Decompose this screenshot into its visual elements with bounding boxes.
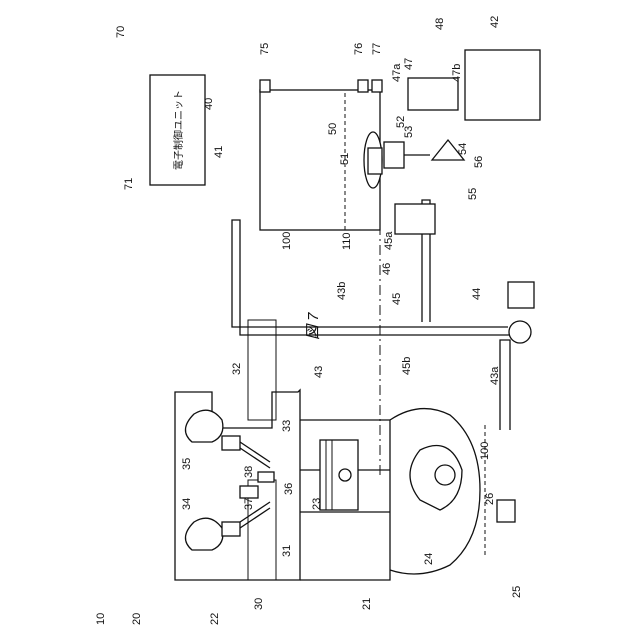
label-100-pan: 100	[479, 442, 491, 460]
label-45a: 45a	[383, 231, 395, 250]
label-47b: 47b	[451, 64, 463, 82]
injector	[240, 486, 258, 498]
intake-camshaft	[185, 518, 222, 550]
label-53: 53	[403, 126, 415, 138]
intake-valve	[240, 508, 270, 528]
reservoir-42	[465, 50, 540, 120]
label-30: 30	[253, 598, 265, 610]
label-42: 42	[489, 16, 501, 28]
label-26: 26	[484, 493, 496, 505]
exhaust-camshaft	[185, 410, 222, 442]
label-71: 71	[123, 178, 135, 190]
pipe-43a	[500, 340, 510, 430]
spark-plug	[258, 472, 274, 482]
label-23: 23	[311, 498, 323, 510]
piston-pin	[339, 469, 351, 481]
ecu-label: 電子制御ユニット	[172, 90, 185, 170]
label-55: 55	[467, 188, 479, 200]
label-34: 34	[181, 498, 193, 510]
fan-hub	[368, 148, 382, 174]
label-45b: 45b	[401, 357, 413, 375]
label-100-tank: 100	[281, 232, 293, 250]
label-35: 35	[181, 458, 193, 470]
crank-center	[435, 465, 455, 485]
valve-46	[395, 204, 435, 234]
sensor-76	[358, 80, 368, 92]
label-51: 51	[339, 153, 351, 165]
label-37: 37	[243, 498, 255, 510]
label-48: 48	[434, 18, 446, 30]
label-36: 36	[283, 483, 295, 495]
exhaust-valve	[240, 442, 270, 462]
label-38: 38	[243, 466, 255, 478]
label-21: 21	[361, 598, 373, 610]
figure-title: 図 7	[305, 312, 322, 340]
label-54: 54	[457, 143, 469, 155]
label-43a: 43a	[489, 366, 501, 385]
label-110: 110	[341, 232, 353, 250]
label-45: 45	[391, 293, 403, 305]
oil-pump	[509, 321, 531, 343]
label-70: 70	[115, 26, 127, 38]
label-77: 77	[371, 43, 383, 55]
oil-tank	[260, 90, 380, 230]
label-41: 41	[213, 146, 225, 158]
label-46: 46	[381, 263, 393, 275]
label-47: 47	[403, 58, 415, 70]
label-75: 75	[259, 43, 271, 55]
fan-motor	[384, 142, 404, 168]
oil-sensor	[497, 500, 515, 522]
label-33: 33	[281, 420, 293, 432]
label-56: 56	[473, 156, 485, 168]
label-43b: 43b	[336, 282, 348, 300]
label-25: 25	[511, 586, 523, 598]
intake-valve-stem	[222, 522, 240, 536]
label-47a: 47a	[391, 63, 403, 82]
pipe-43b	[232, 220, 510, 335]
pump-motor	[508, 282, 534, 308]
label-20: 20	[131, 613, 143, 625]
label-50: 50	[327, 123, 339, 135]
rotated-drawing: 図 7 電子制御ユニット	[150, 50, 540, 580]
label-22: 22	[209, 613, 221, 625]
sensor-75	[260, 80, 270, 92]
label-31: 31	[281, 545, 293, 557]
exhaust-valve-stem	[222, 436, 240, 450]
label-10: 10	[95, 613, 107, 625]
sensor-77	[372, 80, 382, 92]
label-43: 43	[313, 366, 325, 378]
label-32: 32	[231, 363, 243, 375]
label-40: 40	[203, 98, 215, 110]
label-24: 24	[423, 553, 435, 565]
exhaust-valve-2	[240, 448, 270, 468]
label-76: 76	[353, 43, 365, 55]
label-44: 44	[471, 288, 483, 300]
